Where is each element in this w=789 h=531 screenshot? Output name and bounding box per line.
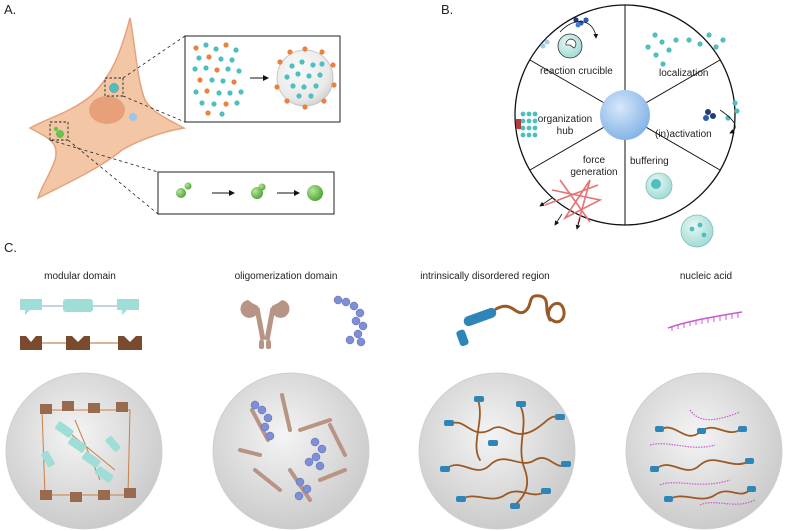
small-droplet-blue: [129, 113, 137, 121]
column-title-modular-domain: modular domain: [44, 271, 116, 282]
column-title-oligomerization-domain: oligomerization domain: [235, 271, 338, 282]
small-droplet-green-2: [53, 126, 59, 132]
segment-label-reaction-crucible: reaction crucible: [540, 66, 613, 77]
droplet-idr: [418, 372, 576, 530]
zoom-line: [67, 139, 159, 215]
condensate-droplet: [274, 46, 337, 110]
reaction-crucible-icon: [540, 17, 599, 59]
oligomerization-glyph: [240, 295, 368, 349]
segment-label-organization-hub-2: hub: [557, 126, 574, 137]
panel-c: C. modular domain oligomerization domain…: [4, 240, 783, 530]
small-droplet-green: [56, 130, 64, 138]
droplet-modular: [5, 372, 163, 530]
panel-b: B. reaction crucible localization (in)ac…: [441, 2, 740, 248]
column-title-idr: intrinsically disordered region: [420, 271, 550, 282]
fusion-sequence: [176, 182, 323, 201]
segment-label-buffering: buffering: [630, 156, 669, 167]
zoom-line: [122, 95, 186, 123]
panel-c-letter: C.: [4, 240, 17, 255]
segment-label-organization-hub: organization: [538, 114, 592, 125]
central-condensate: [600, 90, 650, 140]
organization-hub-icon: [516, 111, 538, 138]
panel-b-letter: B.: [441, 2, 453, 17]
inactivation-icon: [703, 100, 740, 134]
nucleic-acid-glyph: [667, 311, 743, 331]
panel-a-letter: A.: [4, 2, 16, 17]
force-generation-icon: [539, 179, 603, 230]
segment-label-force-generation: force: [583, 155, 606, 166]
zoom-line: [122, 35, 186, 79]
segment-label-inactivation: (in)activation: [655, 129, 712, 140]
idr-glyph: [456, 294, 566, 347]
small-droplet-teal: [109, 83, 119, 93]
buffering-icon: [645, 172, 714, 248]
zoom-box-top: [104, 77, 124, 97]
segment-label-localization: localization: [659, 68, 708, 79]
droplet-nucleic-acid: [625, 372, 783, 530]
modular-domain-glyph: [20, 299, 142, 350]
fusion-inset: [157, 171, 335, 215]
panel-a: A.: [4, 2, 341, 215]
column-title-nucleic-acid: nucleic acid: [680, 271, 732, 282]
localization-icon: [645, 32, 726, 67]
zoom-line: [49, 139, 159, 173]
cell-nucleus: [89, 96, 125, 124]
zoom-box-bottom: [49, 121, 69, 141]
dispersed-molecules: [192, 42, 244, 117]
droplet-oligomerization: [212, 372, 370, 530]
segment-label-force-generation-2: generation: [570, 167, 617, 178]
